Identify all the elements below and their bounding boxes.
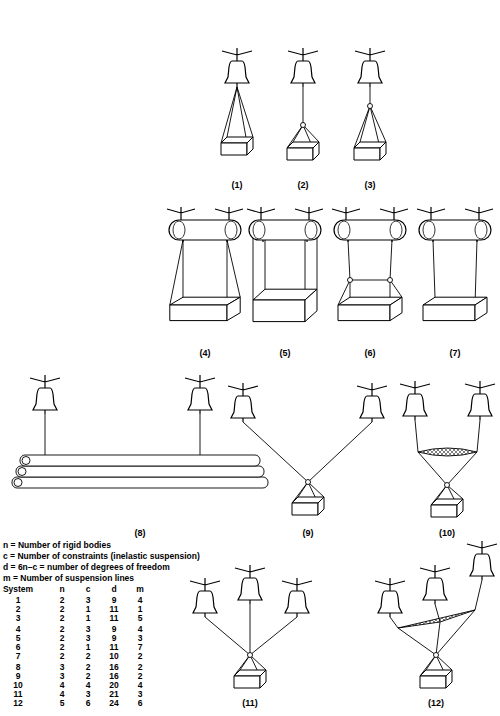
table-cell: 3 (86, 634, 91, 643)
swivel-rings (248, 104, 450, 658)
table-cell: 2 (60, 625, 65, 634)
figure-number: (12) (428, 698, 444, 708)
table-cell: 1 (86, 605, 91, 614)
legend-note: c = Number of constraints (inelastic sus… (3, 551, 200, 561)
table-header: System (3, 585, 33, 594)
figure-number: (3) (365, 180, 376, 190)
table-cell: 2 (86, 672, 91, 681)
table-cell: 3 (60, 672, 65, 681)
legend-note: d = 6n–c = number of degrees of freedom (3, 562, 170, 572)
table-cell: 2 (60, 652, 65, 661)
table-cell: 4 (138, 681, 143, 690)
table-cell: 4 (60, 681, 65, 690)
table-cell: 3 (86, 596, 91, 605)
table-cell: 5 (16, 634, 21, 643)
table-cell: 4 (138, 596, 143, 605)
suspension-lines (45, 87, 482, 676)
figure-number: (9) (303, 528, 314, 538)
table-cell: 6 (16, 643, 21, 652)
table-cell: 21 (109, 690, 118, 699)
table-cell: 3 (86, 690, 91, 699)
table-cell: 2 (60, 605, 65, 614)
table-cell: 9 (112, 625, 117, 634)
table-cell: 10 (13, 681, 22, 690)
legend-note: n = Number of rigid bodies (3, 540, 111, 550)
table-cell: 8 (16, 663, 21, 672)
legend-note: m = Number of suspension lines (3, 573, 134, 583)
figure-number: (4) (200, 348, 211, 358)
table-cell: 9 (16, 672, 21, 681)
table-cell: 4 (16, 625, 21, 634)
table-cell: 2 (16, 605, 21, 614)
table-cell: 1 (86, 643, 91, 652)
figure-number: (7) (450, 348, 461, 358)
table-cell: 4 (60, 690, 65, 699)
helicopters (30, 48, 497, 617)
table-cell: 2 (60, 634, 65, 643)
figure-number: (2) (298, 180, 309, 190)
table-cell: 2 (138, 663, 143, 672)
table-cell: 2 (60, 596, 65, 605)
table-cell: 4 (138, 625, 143, 634)
table-cell: 2 (86, 652, 91, 661)
table-cell: 11 (110, 614, 119, 623)
table-cell: 7 (138, 643, 143, 652)
table-cell: 10 (109, 652, 118, 661)
table-cell: 2 (86, 663, 91, 672)
table-cell: 2 (60, 614, 65, 623)
table-header: d (111, 585, 116, 594)
table-cell: 11 (14, 690, 23, 699)
table-cell: 2 (138, 672, 143, 681)
table-cell: 1 (138, 605, 143, 614)
table-header: n (59, 585, 64, 594)
table-cell: 5 (138, 614, 143, 623)
table-cell: 3 (86, 625, 91, 634)
figure-number: (1) (232, 180, 243, 190)
table-cell: 5 (60, 699, 65, 708)
table-cell: 24 (109, 699, 118, 708)
table-cell: 3 (16, 614, 21, 623)
table-header: c (86, 585, 91, 594)
figure-number: (11) (242, 698, 258, 708)
table-cell: 9 (112, 634, 117, 643)
table-cell: 1 (86, 614, 91, 623)
figure-number: (10) (439, 528, 455, 538)
table-cell: 11 (110, 605, 119, 614)
table-cell: 12 (13, 699, 22, 708)
table-cell: 20 (109, 681, 118, 690)
table-cell: 6 (86, 699, 91, 708)
table-cell: 6 (138, 699, 143, 708)
table-cell: 3 (138, 634, 143, 643)
figure-number: (6) (365, 348, 376, 358)
table-cell: 3 (138, 690, 143, 699)
spreader-bars (398, 448, 477, 628)
loads (12, 137, 487, 688)
table-cell: 1 (16, 596, 21, 605)
figure-number: (5) (280, 348, 291, 358)
table-cell: 2 (138, 652, 143, 661)
figure-number: (8) (135, 528, 146, 538)
table-cell: 7 (16, 652, 21, 661)
table-cell: 11 (110, 643, 119, 652)
table-cell: 2 (60, 643, 65, 652)
table-cell: 3 (60, 663, 65, 672)
table-header: m (136, 585, 144, 594)
table-cell: 4 (86, 681, 91, 690)
table-cell: 16 (109, 663, 118, 672)
table-cell: 16 (109, 672, 118, 681)
table-cell: 9 (112, 596, 117, 605)
